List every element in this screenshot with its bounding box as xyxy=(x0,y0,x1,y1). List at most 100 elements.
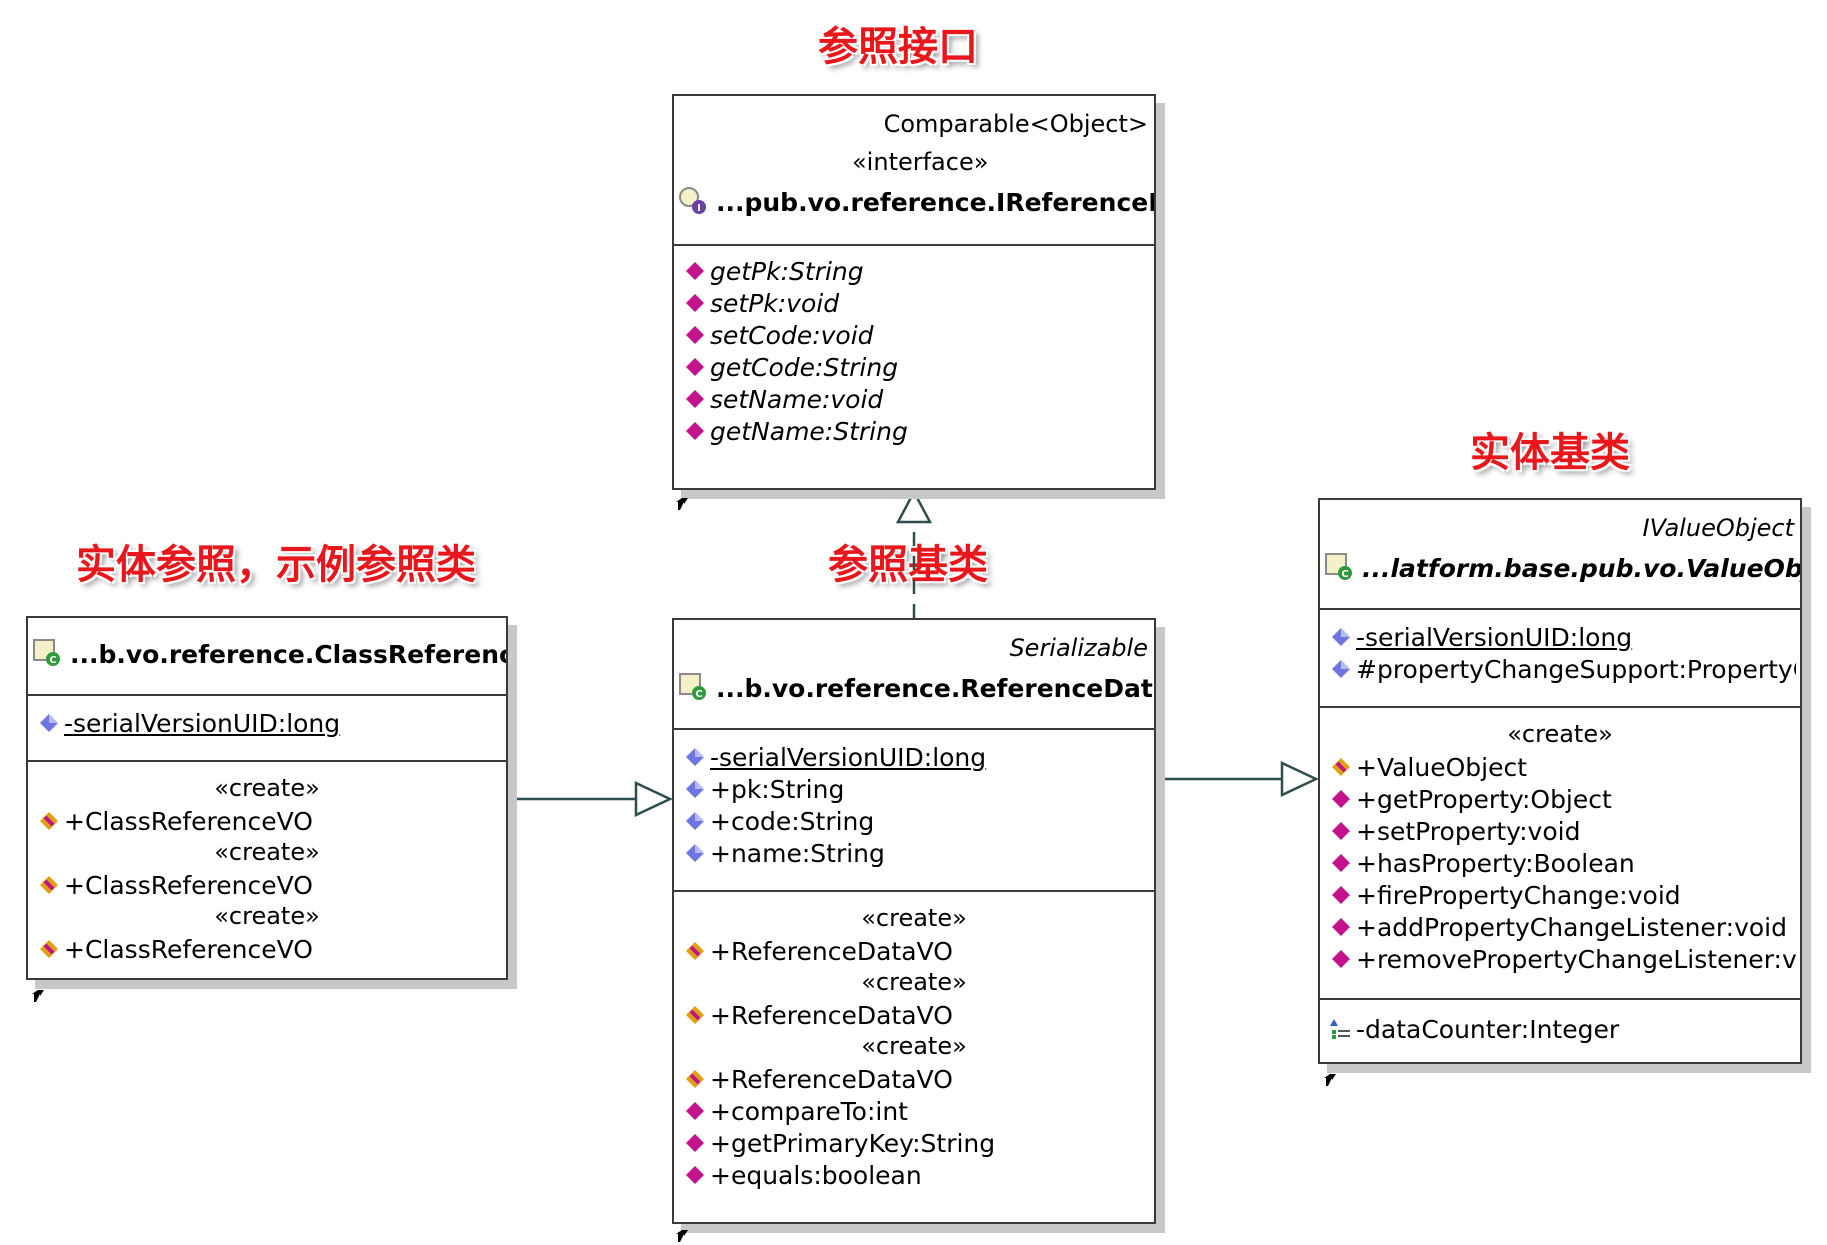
constructor-icon xyxy=(40,812,58,830)
method-row[interactable]: getName:String xyxy=(684,416,1150,448)
create-stereotype: «create» xyxy=(214,838,320,866)
corner-arrow-icon xyxy=(676,1230,688,1242)
svg-text:C: C xyxy=(695,689,702,700)
field-icon xyxy=(686,780,704,798)
method-icon xyxy=(686,358,704,376)
value-object-parent-stereotype: IValueObject xyxy=(1642,514,1794,542)
interface-methods: getPk:String setPk:void setCode:void get… xyxy=(674,244,1154,490)
method-icon xyxy=(686,1166,704,1184)
interface-icon: I xyxy=(679,187,706,214)
method-icon xyxy=(1332,886,1350,904)
class-icon: C xyxy=(33,639,60,666)
class-reference-name: ...b.vo.reference.ClassReferenceVO xyxy=(70,640,506,669)
method-icon xyxy=(686,1134,704,1152)
field-row[interactable]: +code:String xyxy=(684,806,1150,838)
interface-stereotype: «interface» xyxy=(852,148,989,176)
method-row[interactable]: +setProperty:void xyxy=(1330,816,1796,848)
method-row[interactable]: getCode:String xyxy=(684,352,1150,384)
method-icon xyxy=(686,294,704,312)
method-icon xyxy=(686,390,704,408)
method-icon xyxy=(1332,950,1350,968)
class-reference-ctors: «create» +ClassReferenceVO «create» +Cla… xyxy=(28,760,506,982)
value-object-name: ...latform.base.pub.vo.ValueObject xyxy=(1362,554,1800,583)
constructor-row[interactable]: +ClassReferenceVO xyxy=(38,934,502,966)
annotation-base-entity: 实体基类 xyxy=(1470,430,1630,476)
annotation-entity-ref: 实体参照，示例参照类 xyxy=(76,542,476,588)
constructor-row[interactable]: +ReferenceDataVO xyxy=(684,936,1150,968)
reference-data-box[interactable]: Serializable C ...b.vo.reference.Referen… xyxy=(672,618,1156,1224)
interface-box[interactable]: Comparable<Object> «interface» I ...pub.… xyxy=(672,94,1156,490)
class-icon: C xyxy=(1325,553,1352,580)
method-icon xyxy=(686,422,704,440)
class-reference-box[interactable]: C ...b.vo.reference.ClassReferenceVO -se… xyxy=(26,616,508,980)
field-row[interactable]: +pk:String xyxy=(684,774,1150,806)
method-row[interactable]: +firePropertyChange:void xyxy=(1330,880,1796,912)
reference-data-fields: -serialVersionUID:long +pk:String +code:… xyxy=(674,728,1154,890)
method-row[interactable]: setPk:void xyxy=(684,288,1150,320)
corner-arrow-icon xyxy=(32,990,44,1002)
create-stereotype: «create» xyxy=(214,902,320,930)
field-row[interactable]: #propertyChangeSupport:PropertyCh xyxy=(1330,654,1796,686)
annotation-ref-base: 参照基类 xyxy=(828,542,988,588)
constructor-icon xyxy=(686,1006,704,1024)
value-object-operations: «create» +ValueObject +getProperty:Objec… xyxy=(1320,706,1800,998)
constructor-row[interactable]: +ValueObject xyxy=(1330,752,1796,784)
method-row[interactable]: getPk:String xyxy=(684,256,1150,288)
create-stereotype: «create» xyxy=(214,774,320,802)
method-icon xyxy=(1332,918,1350,936)
method-row[interactable]: +addPropertyChangeListener:void xyxy=(1330,912,1796,944)
method-row[interactable]: +compareTo:int xyxy=(684,1096,1150,1128)
enum-field-icon xyxy=(1330,1019,1350,1039)
corner-arrow-icon xyxy=(676,498,688,510)
constructor-row[interactable]: +ReferenceDataVO xyxy=(684,1000,1150,1032)
field-icon xyxy=(1332,628,1350,646)
field-icon xyxy=(40,714,58,732)
class-reference-fields: -serialVersionUID:long xyxy=(28,694,506,760)
method-icon xyxy=(686,262,704,280)
svg-text:C: C xyxy=(1341,569,1348,580)
field-row[interactable]: -serialVersionUID:long xyxy=(38,708,502,740)
field-row[interactable]: +name:String xyxy=(684,838,1150,870)
generalization-arrowhead-right xyxy=(1280,761,1319,797)
constructor-icon xyxy=(1332,758,1350,776)
method-icon xyxy=(686,1102,704,1120)
reference-data-parent-stereotype: Serializable xyxy=(1009,634,1148,662)
constructor-row[interactable]: +ClassReferenceVO xyxy=(38,806,502,838)
annotation-interface: 参照接口 xyxy=(818,24,978,70)
constructor-row[interactable]: +ReferenceDataVO xyxy=(684,1064,1150,1096)
create-stereotype: «create» xyxy=(861,1032,967,1060)
method-row[interactable]: setCode:void xyxy=(684,320,1150,352)
interface-name: ...pub.vo.reference.IReferenceData xyxy=(716,188,1154,217)
class-icon: C xyxy=(679,673,706,700)
interface-parent-stereotype: Comparable<Object> xyxy=(883,110,1148,138)
constructor-icon xyxy=(686,1070,704,1088)
constructor-icon xyxy=(686,942,704,960)
method-row[interactable]: +removePropertyChangeListener:void xyxy=(1330,944,1796,976)
method-row[interactable]: setName:void xyxy=(684,384,1150,416)
field-icon xyxy=(1332,660,1350,678)
field-icon xyxy=(686,748,704,766)
generalization-arrowhead-left xyxy=(634,781,673,817)
field-row[interactable]: -dataCounter:Integer xyxy=(1330,1014,1796,1046)
constructor-icon xyxy=(40,876,58,894)
method-row[interactable]: +hasProperty:Boolean xyxy=(1330,848,1796,880)
value-object-box[interactable]: IValueObject C ...latform.base.pub.vo.Va… xyxy=(1318,498,1802,1064)
method-row[interactable]: +getPrimaryKey:String xyxy=(684,1128,1150,1160)
svg-text:C: C xyxy=(49,655,56,666)
method-icon xyxy=(1332,790,1350,808)
reference-data-operations: «create» +ReferenceDataVO «create» +Refe… xyxy=(674,890,1154,1224)
field-row[interactable]: -serialVersionUID:long xyxy=(1330,622,1796,654)
create-stereotype: «create» xyxy=(1507,720,1613,748)
create-stereotype: «create» xyxy=(861,904,967,932)
value-object-extra: -dataCounter:Integer xyxy=(1320,998,1800,1066)
method-row[interactable]: +getProperty:Object xyxy=(1330,784,1796,816)
method-row[interactable]: +equals:boolean xyxy=(684,1160,1150,1192)
create-stereotype: «create» xyxy=(861,968,967,996)
corner-arrow-icon xyxy=(1324,1074,1336,1086)
constructor-row[interactable]: +ClassReferenceVO xyxy=(38,870,502,902)
method-icon xyxy=(1332,854,1350,872)
reference-data-name: ...b.vo.reference.ReferenceDataVO xyxy=(716,674,1154,703)
svg-text:I: I xyxy=(697,203,701,214)
field-row[interactable]: -serialVersionUID:long xyxy=(684,742,1150,774)
